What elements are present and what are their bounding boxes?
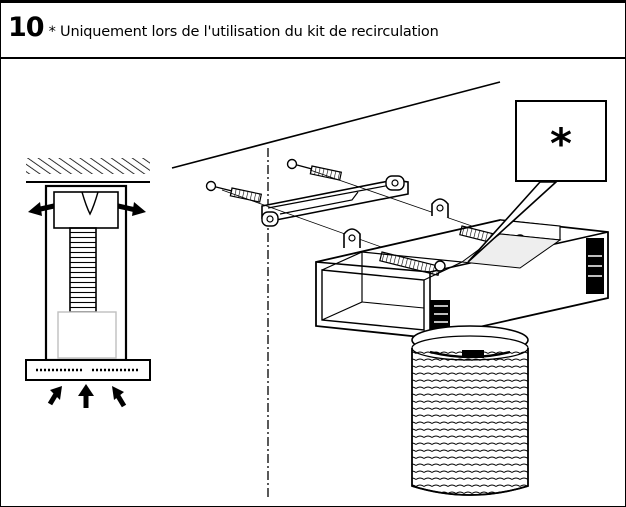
hatched-ceiling-icon [26, 158, 150, 174]
header-divider [0, 57, 626, 59]
hood-schematic [25, 158, 151, 408]
asterisk-callout: * [550, 119, 572, 168]
airflow-arrow-icon [28, 202, 146, 408]
screw-icon [205, 158, 343, 203]
step-header: 10 * Uniquement lors de l'utilisation du… [8, 12, 439, 44]
step-number: 10 [8, 12, 45, 43]
callout-box: * [515, 100, 607, 182]
top-border [0, 0, 626, 3]
bracket-mounting-view [171, 81, 609, 500]
recirculation-note: * Uniquement lors de l'utilisation du ki… [48, 24, 439, 40]
